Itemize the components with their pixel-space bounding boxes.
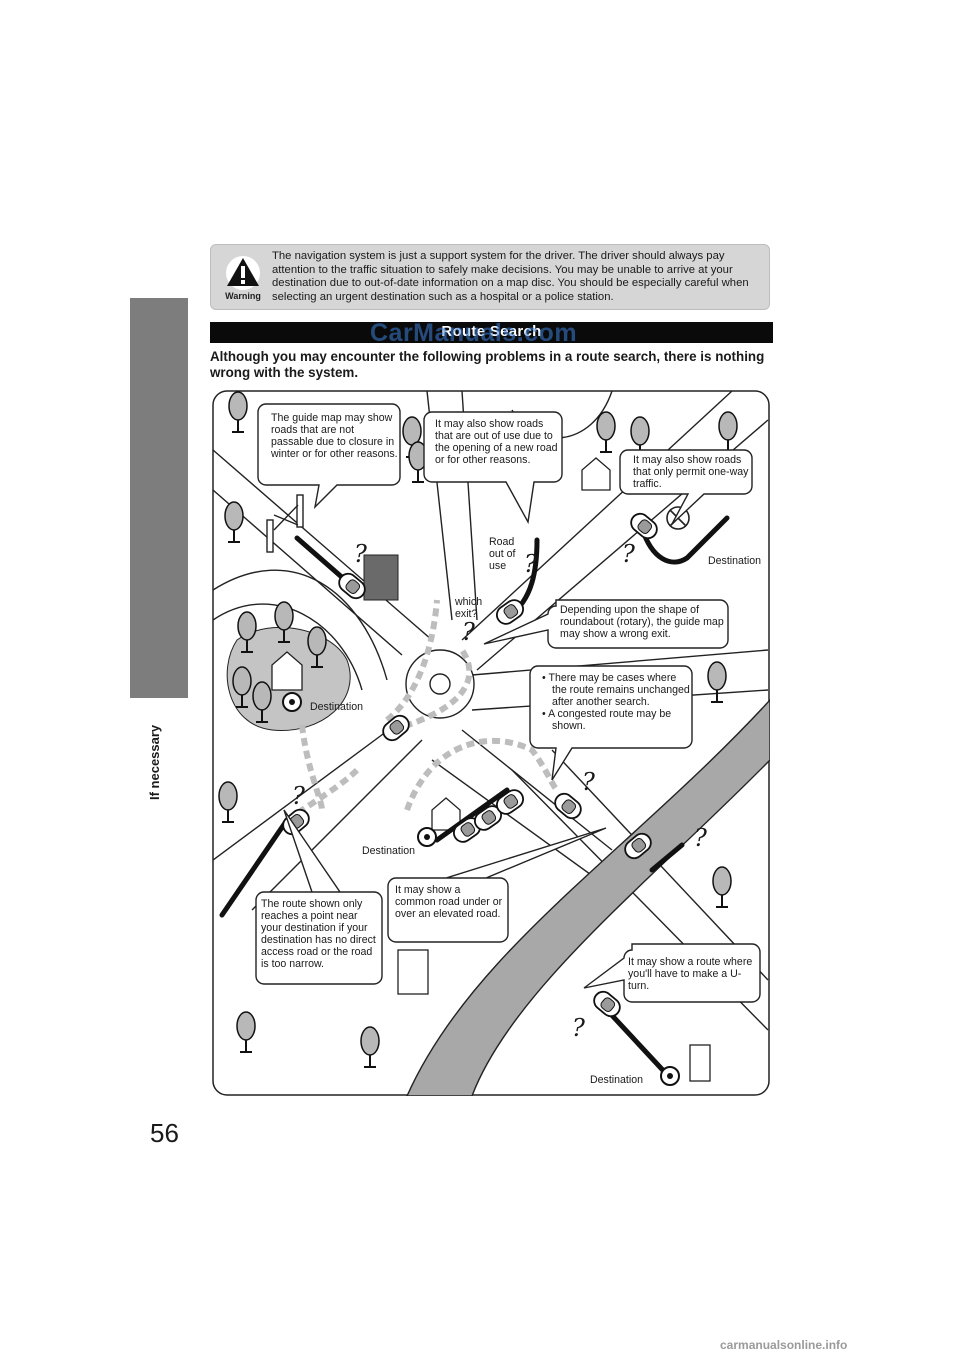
callout-out-of-use: It may also show roads that are out of u… [435, 418, 558, 466]
callout-near-destination: The route shown only reaches a point nea… [261, 898, 376, 970]
question-mark-7: ? [694, 824, 707, 852]
callout-closure: The guide map may show roads that are no… [271, 412, 398, 460]
question-mark-1: ? [354, 540, 367, 568]
question-mark-3: ? [622, 540, 635, 568]
section-heading-bar: Route Search [210, 322, 773, 343]
callout-elevated-road: It may show a common road under or over … [395, 884, 503, 920]
question-mark-2: ? [524, 550, 537, 578]
warning-text: The navigation system is just a support … [272, 250, 749, 303]
callout-u-turn: It may show a route where you'll have to… [628, 956, 753, 992]
callout-roundabout: Depending upon the shape of roundabout (… [560, 604, 724, 640]
chapter-label: If necessary [147, 724, 162, 800]
question-mark-5: ? [292, 782, 305, 810]
map-drawing [212, 390, 770, 1096]
watermark-logo: CarManuals.com [370, 319, 578, 347]
callout-unchanged-item-2: A congested route may be shown. [548, 708, 672, 732]
route-illustration: The guide map may show roads that are no… [212, 390, 770, 1096]
intro-paragraph: Although you may encounter the following… [210, 349, 765, 380]
label-road-out-of-use: Road out of use [489, 536, 516, 572]
label-which-exit: which exit? [455, 596, 483, 620]
warning-box: Warning The navigation system is just a … [210, 244, 770, 310]
warning-label: Warning [225, 291, 261, 301]
label-destination-3: Destination [362, 845, 415, 857]
chapter-tab [130, 298, 188, 698]
label-destination-1: Destination [708, 555, 761, 567]
label-destination-2: Destination [310, 701, 363, 713]
question-mark-4: ? [462, 618, 475, 646]
footer-watermark: carmanualsonline.info [720, 1338, 848, 1352]
question-mark-8: ? [572, 1014, 585, 1042]
page-number: 56 [150, 1118, 179, 1148]
question-mark-6: ? [582, 768, 595, 796]
warning-icon [226, 256, 260, 290]
callout-unchanged-item-1: There may be cases where the route remai… [548, 672, 690, 708]
section-title: Route Search [441, 323, 542, 340]
callout-one-way: It may also show roads that only permit … [633, 454, 749, 490]
label-destination-4: Destination [590, 1074, 643, 1086]
callout-unchanged: • There may be cases where the route rem… [542, 672, 690, 732]
